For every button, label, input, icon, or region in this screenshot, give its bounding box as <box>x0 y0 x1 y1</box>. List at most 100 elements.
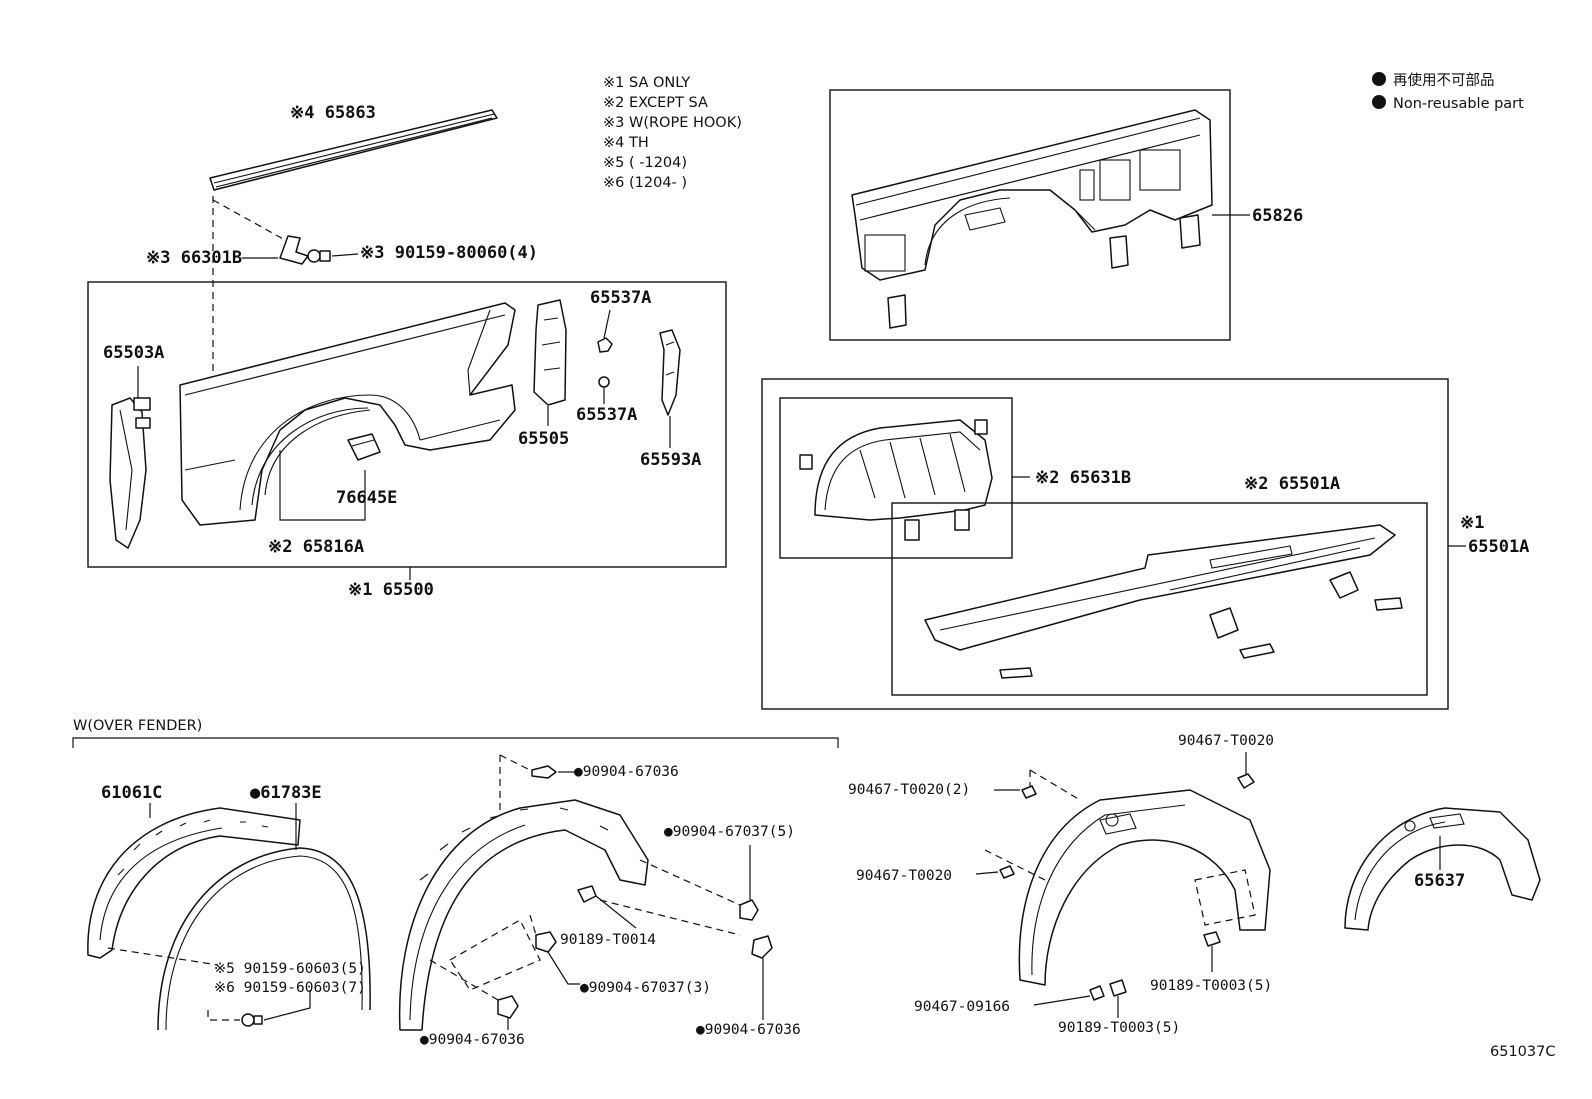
part-65500-side-panel <box>179 302 516 526</box>
label-76645E: 76645E <box>336 488 397 508</box>
label-65501A-1: 65501A <box>1468 537 1529 557</box>
leader-90159-60603 <box>263 990 311 1021</box>
legend-en: Non-reusable part <box>1393 96 1524 112</box>
leader-clip-dashed-1 <box>107 947 219 966</box>
leader-90159-80060 <box>331 253 359 257</box>
part-65537A-nut-2 <box>598 376 610 388</box>
part-76645E <box>347 433 381 461</box>
label-65500: ※1 65500 <box>348 580 434 600</box>
note-5: ※5 ( -1204) <box>603 155 687 171</box>
group-box-65500 <box>87 281 727 568</box>
label-90467-T0020-2: 90467-T0020(2) <box>848 782 970 798</box>
non-reusable-dot-icon <box>1372 95 1386 109</box>
label-65826: 65826 <box>1252 206 1303 226</box>
leader-90467-dashed-1 <box>1029 769 1081 801</box>
part-65637-liner <box>1344 807 1541 931</box>
part-65503A <box>109 397 151 549</box>
part-90467-T0020-top <box>1237 773 1255 789</box>
label-65816A: ※2 65816A <box>268 537 364 557</box>
part-90189-T0003-a <box>1203 931 1221 947</box>
part-61783E-seal-inner <box>165 855 363 1031</box>
notes-list: ※1 SA ONLY ※2 EXCEPT SA ※3 W(ROPE HOOK) … <box>603 75 742 191</box>
leader-90467-09166 <box>1033 995 1091 1006</box>
note-1: ※1 SA ONLY <box>603 75 690 91</box>
leader-65537A-1 <box>603 309 611 339</box>
part-65593A <box>659 329 681 416</box>
leader-90189-T0014 <box>595 895 637 929</box>
label-90467-09166: 90467-09166 <box>914 999 1010 1015</box>
part-65826-brackets <box>887 214 1201 329</box>
label-90904-67036-b: ●90904-67036 <box>420 1032 525 1048</box>
label-65501A-2: ※2 65501A <box>1244 474 1340 494</box>
part-65826-front-panel <box>851 109 1213 281</box>
note-6: ※6 (1204- ) <box>603 175 687 191</box>
section-bracket <box>72 737 839 748</box>
leader-fastener-dashed-2 <box>639 859 741 906</box>
group-box-65501A-2 <box>891 502 1428 696</box>
label-65537A-2: 65537A <box>576 405 637 425</box>
part-65537A-nut-1 <box>597 337 613 353</box>
part-90904-67037-5 <box>739 899 759 921</box>
legend: 再使用不可部品 Non-reusable part <box>1372 72 1524 112</box>
part-90189-T0014 <box>577 885 597 903</box>
part-90904-67036-b <box>497 995 519 1019</box>
label-90189-T0014: 90189-T0014 <box>560 932 656 948</box>
part-65816A-arch <box>264 409 371 496</box>
part-90904-67037-3 <box>535 931 557 953</box>
part-90467-T0020-mid <box>999 865 1015 879</box>
part-90467-09166 <box>1089 979 1127 1001</box>
label-90467-T0020-top: 90467-T0020 <box>1178 733 1274 749</box>
leader-fastener-dashed-4 <box>429 959 499 1001</box>
part-65863-rail <box>209 109 498 191</box>
note-4: ※4 TH <box>603 135 649 151</box>
part-90904-67036-a <box>531 765 557 779</box>
label-90467-T0020-mid: 90467-T0020 <box>856 868 952 884</box>
label-65503A: 65503A <box>103 343 164 363</box>
part-65631B-wheelhouse <box>799 419 993 541</box>
label-61061C: 61061C <box>101 783 162 803</box>
leader-65863-hook <box>212 199 286 241</box>
label-65501A-1-mark: ※1 <box>1460 513 1484 533</box>
label-90159-80060: ※3 90159-80060(4) <box>360 243 538 263</box>
part-61783E-seal <box>157 847 371 1031</box>
label-90189-T0003-a: 90189-T0003(5) <box>1150 978 1272 994</box>
leader-90467-T0020-mid <box>975 871 999 875</box>
label-90904-67036-a: ●90904-67036 <box>574 764 679 780</box>
diagram-id: 651037C <box>1490 1044 1555 1060</box>
note-3: ※3 W(ROPE HOOK) <box>603 115 742 131</box>
leader-fastener-dashed-3 <box>529 899 741 936</box>
part-66301B-rope-hook <box>279 235 331 265</box>
part-90904-67036-c <box>751 935 773 959</box>
label-90904-67037-3: ●90904-67037(3) <box>580 980 711 996</box>
label-90904-67037-5: ●90904-67037(5) <box>664 824 795 840</box>
label-90189-T0003-b: 90189-T0003(5) <box>1058 1020 1180 1036</box>
label-66301B: ※3 66301B <box>146 248 242 268</box>
group-box-65501A <box>761 378 1449 710</box>
non-reusable-dot-icon <box>1372 72 1386 86</box>
part-fender-liner-rear <box>1018 789 1271 986</box>
part-90467-T0020-2 <box>1021 785 1037 799</box>
label-65637: 65637 <box>1414 871 1465 891</box>
label-90904-67036-c: ●90904-67036 <box>696 1022 801 1038</box>
part-fender-liner-front <box>398 799 649 1031</box>
part-65501A-floor-rail <box>924 524 1403 679</box>
label-65537A-1: 65537A <box>590 288 651 308</box>
note-2: ※2 EXCEPT SA <box>603 95 708 111</box>
label-65631B: ※2 65631B <box>1035 468 1131 488</box>
part-61061C-fender-flare <box>87 807 301 959</box>
legend-jp: 再使用不可部品 <box>1393 72 1495 89</box>
label-65863: ※4 65863 <box>290 103 376 123</box>
leader-fastener-dashed-1 <box>499 754 531 815</box>
part-65505 <box>533 299 567 406</box>
section-label-over-fender: W(OVER FENDER) <box>73 718 202 734</box>
leader-clip-dashed-2 <box>207 1010 240 1021</box>
part-90159-60603-clip <box>241 1013 263 1027</box>
group-box-65631B <box>779 397 1013 559</box>
leader-65816A <box>279 450 366 521</box>
label-65593A: 65593A <box>640 450 701 470</box>
label-61783E: ●61783E <box>250 783 322 803</box>
label-90159-60603-5: ※5 90159-60603(5) <box>214 961 366 977</box>
leader-90904-67037-3 <box>547 951 580 985</box>
